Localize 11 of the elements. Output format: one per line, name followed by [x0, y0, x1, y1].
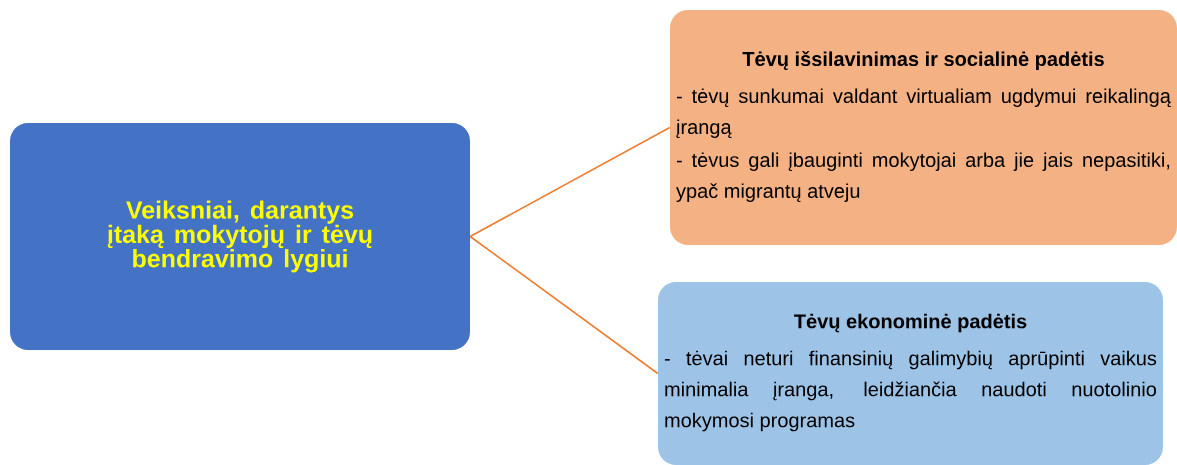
bullet-text: - tėvus gali įbauginti mokytojai arba jie jais nepasitiki, ypač migrantų atveju [676, 152, 1170, 203]
bullet-text: - tėvų sunkumai valdant virtualiam ugdymui reikalingą įrangą [676, 88, 1171, 139]
connector-line [469, 126, 671, 238]
rounded-box [10, 123, 470, 350]
connector-line [469, 235, 659, 375]
bullet-text: - tėvai neturi finansinių galimybių aprūpinti vaikus minimalia įranga, leidžiančia naudoti nuotolinio mokymosi programas [664, 350, 1157, 432]
rounded-box [658, 282, 1163, 465]
heading-text: Tėvų išsilavinimas ir socialinė padėtis [742, 50, 1104, 71]
title-text: Veiksniai, darantys įtaką mokytojų ir tėvų bendravimo lygiui [107, 200, 372, 273]
rounded-box [670, 10, 1177, 245]
heading-text: Tėvų ekonominė padėtis [794, 313, 1027, 333]
